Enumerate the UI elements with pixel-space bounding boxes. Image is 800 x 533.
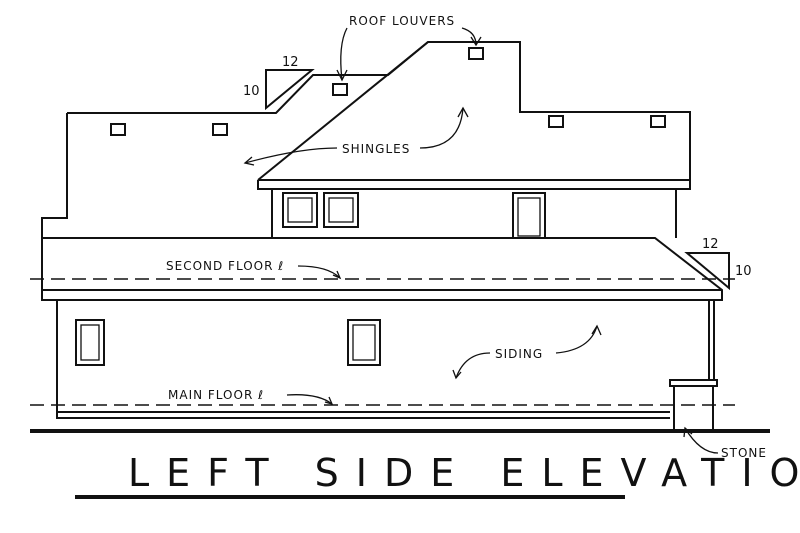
label-main-floor: MAIN FLOOR ℓ xyxy=(168,388,264,402)
second-floor-wall xyxy=(271,189,677,239)
drawing-title: LEFT SIDE ELEVATION xyxy=(128,451,800,495)
lower-roof xyxy=(41,237,723,301)
stone-pier xyxy=(669,379,718,430)
upper-roof xyxy=(41,41,691,243)
main-floor-wall xyxy=(56,300,715,419)
label-siding: SIDING xyxy=(495,347,543,361)
pitch-lower-rise: 10 xyxy=(735,264,752,279)
callout-leaders xyxy=(243,27,719,454)
label-stone: STONE xyxy=(721,446,767,460)
label-second-floor: SECOND FLOOR ℓ xyxy=(166,259,284,273)
label-shingles: SHINGLES xyxy=(342,142,410,156)
roof-louvers xyxy=(110,47,666,136)
pitch-upper-rise: 10 xyxy=(243,84,260,99)
pitch-lower-run: 12 xyxy=(702,237,719,252)
pitch-symbol-lower: 12 10 xyxy=(684,237,752,291)
label-roof-louvers: ROOF LOUVERS xyxy=(349,14,455,28)
pitch-upper-run: 12 xyxy=(282,55,299,70)
pitch-symbol-upper: 12 10 xyxy=(243,55,315,111)
